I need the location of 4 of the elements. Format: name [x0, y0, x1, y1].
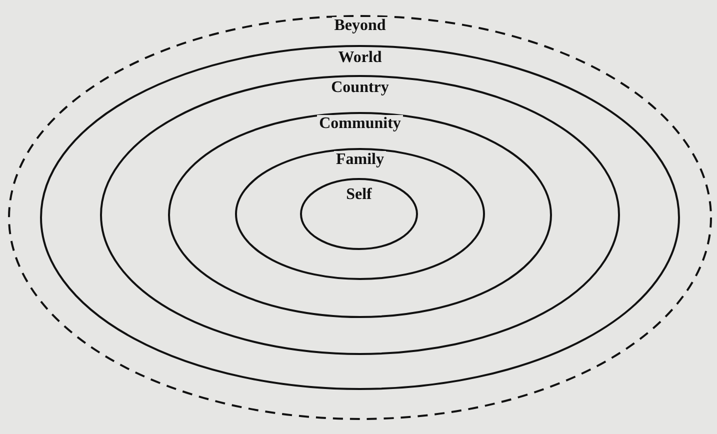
ring-label: Beyond [332, 17, 388, 34]
ring-label: Family [334, 151, 386, 168]
ring-label: Country [329, 79, 391, 96]
ring-label: Community [317, 115, 403, 132]
